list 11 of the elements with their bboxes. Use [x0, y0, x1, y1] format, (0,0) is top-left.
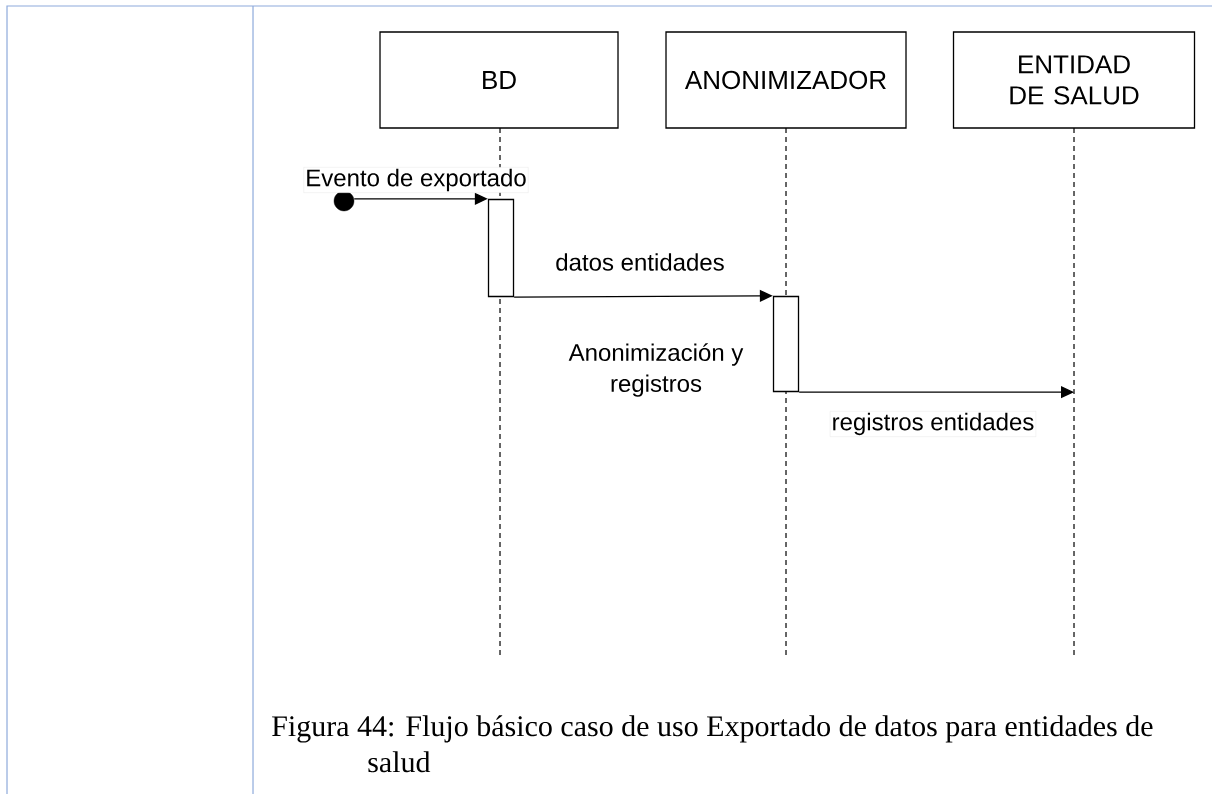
activation-bar — [772, 295, 800, 393]
participant-box: BD — [379, 31, 619, 129]
participant-box: ANONIMIZADOR — [665, 31, 907, 129]
edge-label: registros entidades — [829, 411, 1037, 437]
figure-caption: Figura 44: Flujo básico caso de uso Exportado de datos para entidades de salud — [272, 715, 1153, 773]
edge-label: Evento de exportado — [303, 167, 529, 193]
participant-box: ENTIDAD DE SALUD — [952, 31, 1196, 129]
start-dot — [333, 190, 355, 212]
activation-note: Anonimización y registros — [568, 343, 744, 397]
edge-label: datos entidades — [554, 252, 726, 272]
activation-bar — [487, 198, 515, 298]
